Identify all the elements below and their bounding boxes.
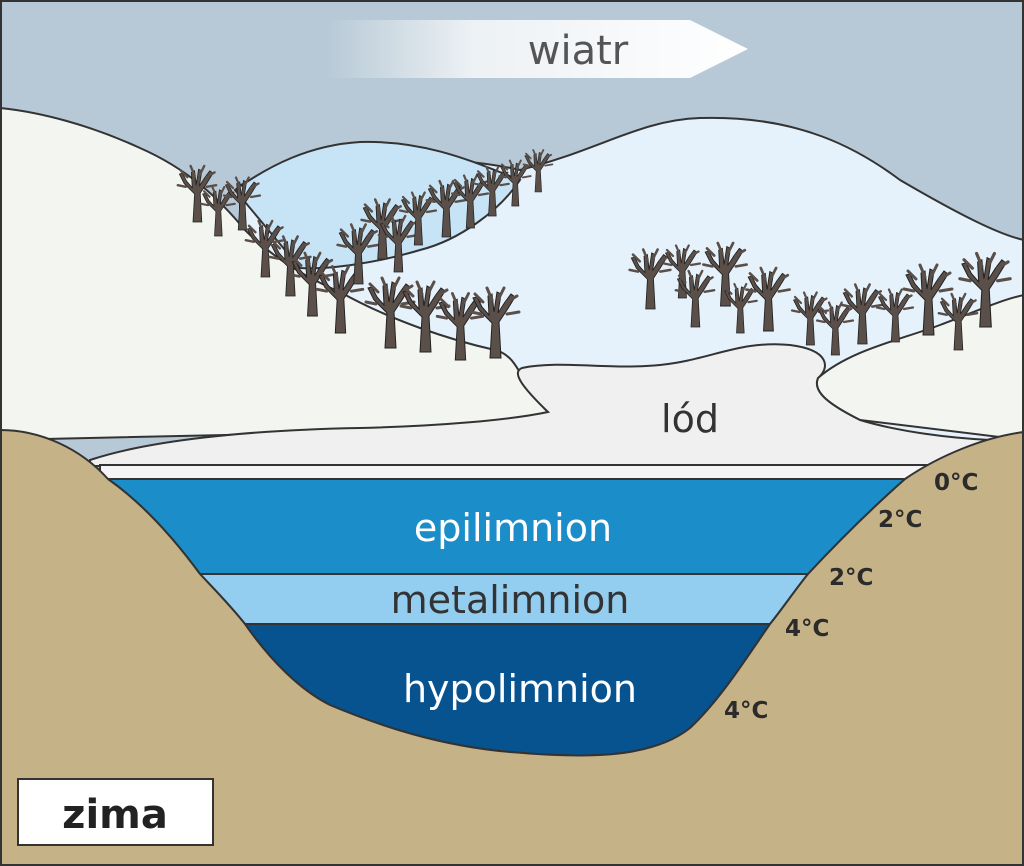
bare-tree bbox=[840, 283, 884, 345]
bare-tree bbox=[522, 149, 554, 193]
bare-tree bbox=[222, 176, 262, 231]
bare-tree bbox=[628, 248, 672, 310]
bare-tree bbox=[200, 185, 236, 237]
bare-tree bbox=[268, 235, 312, 297]
bare-tree bbox=[902, 263, 954, 336]
bare-tree bbox=[937, 292, 979, 351]
bare-tree bbox=[815, 301, 855, 356]
bare-tree bbox=[399, 280, 451, 353]
temperature-label: 4°C bbox=[724, 698, 768, 724]
bare-tree bbox=[745, 266, 791, 332]
hypolimnion-label: hypolimnion bbox=[403, 667, 637, 711]
bare-tree bbox=[244, 219, 286, 278]
temperature-label: 4°C bbox=[785, 616, 829, 642]
temperature-label: 0°C bbox=[934, 470, 978, 496]
ground-basin bbox=[0, 428, 1024, 866]
epilimnion-label: epilimnion bbox=[414, 506, 612, 550]
bare-tree bbox=[875, 288, 915, 343]
wind-label: wiatr bbox=[528, 28, 629, 74]
bare-tree bbox=[474, 165, 510, 217]
trees-group bbox=[176, 149, 1012, 361]
wind-arrow bbox=[325, 20, 748, 78]
bare-tree bbox=[176, 164, 218, 223]
bare-tree bbox=[662, 244, 702, 299]
bare-tree bbox=[377, 214, 419, 273]
bare-tree bbox=[469, 286, 521, 359]
bare-tree bbox=[360, 198, 404, 260]
bare-tree bbox=[498, 159, 532, 207]
bare-tree bbox=[702, 241, 748, 307]
metalimnion-label: metalimnion bbox=[391, 578, 630, 622]
ice-layer bbox=[99, 464, 931, 480]
bare-tree bbox=[336, 223, 380, 285]
bare-tree bbox=[958, 251, 1012, 328]
temperature-label: 2°C bbox=[829, 565, 873, 591]
season-label: zima bbox=[62, 792, 168, 838]
bare-tree bbox=[674, 269, 716, 328]
ice-label: lód bbox=[661, 397, 719, 441]
bare-tree bbox=[790, 291, 830, 346]
season-box bbox=[17, 778, 214, 846]
temperature-label: 2°C bbox=[878, 507, 922, 533]
ice-shore bbox=[89, 343, 1002, 467]
